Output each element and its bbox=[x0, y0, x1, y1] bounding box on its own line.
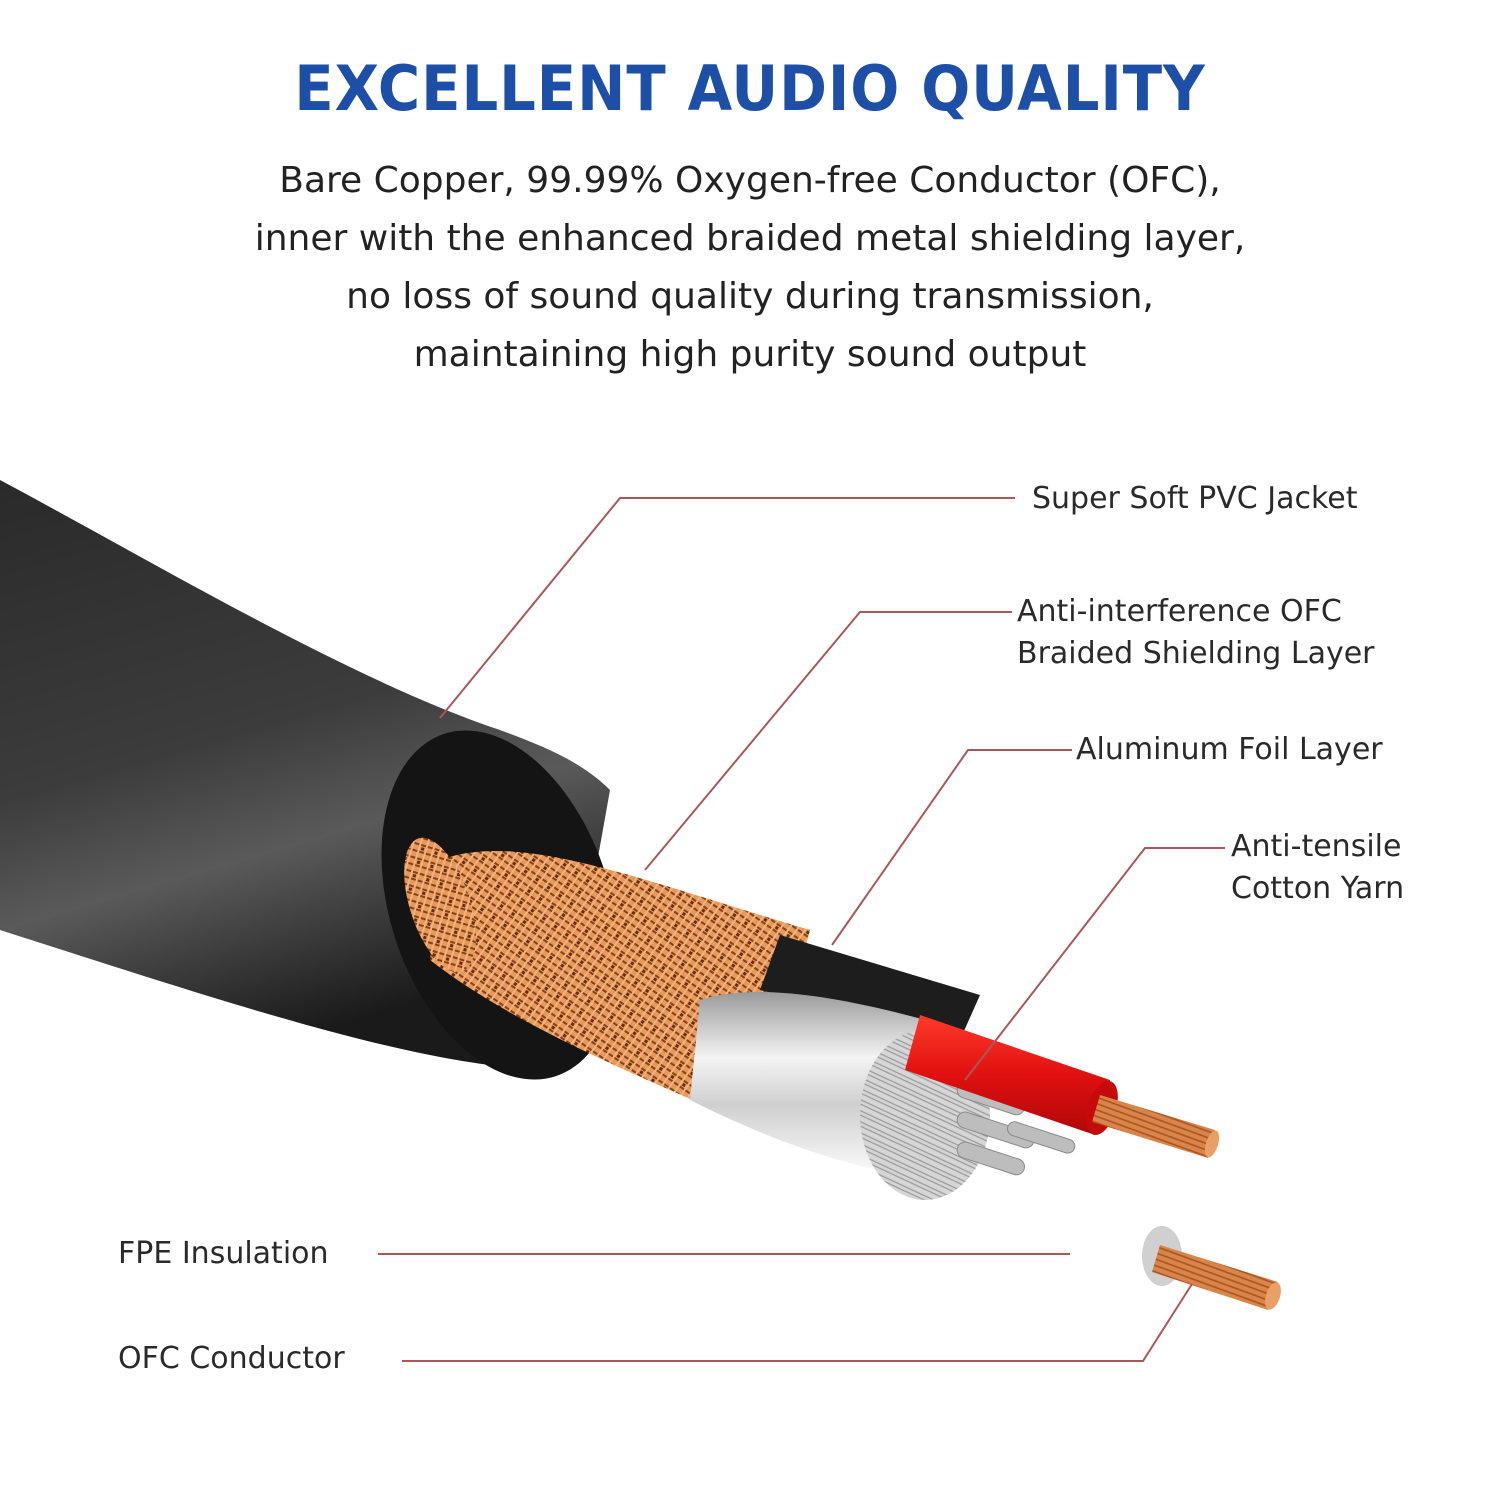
page-title: EXCELLENT AUDIO QUALITY bbox=[294, 52, 1206, 125]
leader-line-conductor bbox=[402, 1283, 1193, 1362]
callout-text: Cotton Yarn bbox=[1231, 871, 1405, 906]
description-line: inner with the enhanced braided metal sh… bbox=[254, 218, 1246, 259]
callout-text: Anti-tensile bbox=[1231, 829, 1402, 864]
callout-braid: Anti-interference OFC Braided Shielding … bbox=[1017, 591, 1375, 675]
callout-text: Anti-interference OFC bbox=[1017, 594, 1342, 629]
callout-text: FPE Insulation bbox=[118, 1236, 329, 1271]
description-line: Bare Copper, 99.99% Oxygen-free Conducto… bbox=[279, 160, 1221, 201]
callout-insulation: FPE Insulation bbox=[118, 1233, 329, 1275]
leader-line-foil bbox=[831, 749, 1072, 946]
callout-conductor: OFC Conductor bbox=[118, 1338, 345, 1380]
leader-line-yarn bbox=[964, 847, 1225, 1081]
callout-yarn: Anti-tensile Cotton Yarn bbox=[1231, 826, 1404, 910]
callout-jacket: Super Soft PVC Jacket bbox=[1032, 478, 1358, 520]
description-line: maintaining high purity sound output bbox=[413, 334, 1087, 375]
callout-foil: Aluminum Foil Layer bbox=[1076, 729, 1383, 771]
callout-text: Super Soft PVC Jacket bbox=[1032, 481, 1358, 516]
leader-line-braid bbox=[644, 611, 1012, 871]
description: Bare Copper, 99.99% Oxygen-free Conducto… bbox=[0, 152, 1500, 384]
leader-line-jacket bbox=[439, 497, 1015, 719]
callout-text: Braided Shielding Layer bbox=[1017, 636, 1375, 671]
description-line: no loss of sound quality during transmis… bbox=[346, 276, 1154, 317]
callout-text: Aluminum Foil Layer bbox=[1076, 732, 1383, 767]
callout-text: OFC Conductor bbox=[118, 1341, 345, 1376]
